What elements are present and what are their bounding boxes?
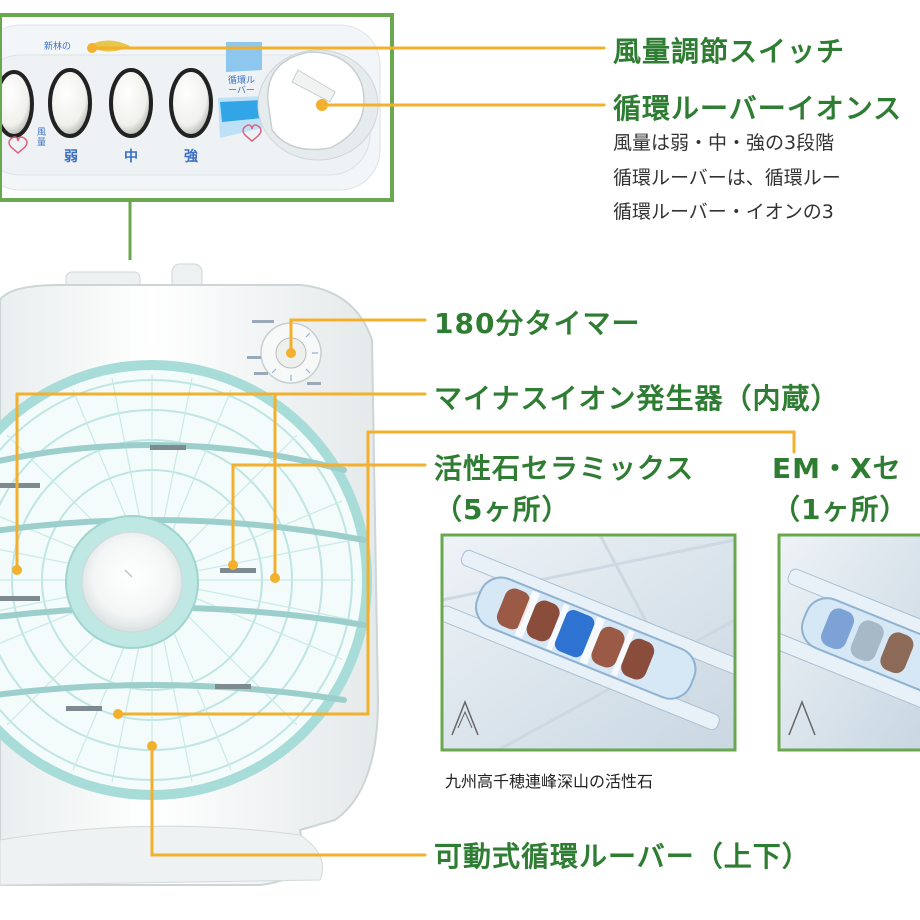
emx-photo-frame <box>777 533 920 752</box>
wind-button-label: 風量 <box>37 128 47 148</box>
heart-icon <box>242 124 262 142</box>
callout-ceramics-count: （5ヶ所） <box>434 493 571 526</box>
callout-emx-count: （1ヶ所） <box>772 493 909 526</box>
leader-lines <box>15 46 796 857</box>
dial-label: 循環ルーバー <box>228 76 256 96</box>
wind-button-strong[interactable] <box>169 68 213 138</box>
mid-button-label: 中 <box>124 149 138 165</box>
callout-louver: 可動式循環ルーバー（上下） <box>434 840 811 873</box>
callout-emx: EM・Xセ <box>772 452 902 485</box>
heart-icon <box>8 136 28 154</box>
wind-button-off[interactable] <box>0 70 34 138</box>
callout-timer: 180分タイマー <box>434 307 641 340</box>
callout-wind-switch: 風量調節スイッチ <box>613 35 846 68</box>
strong-button-label: 強 <box>184 149 198 165</box>
description-line: 循環ルーバー・イオンの3 <box>613 201 834 223</box>
mountain-logo-icon <box>451 699 479 736</box>
brand-text: 新林の <box>44 42 72 52</box>
panel-frame <box>0 13 394 202</box>
weak-button-label: 弱 <box>64 149 78 165</box>
callout-ceramics: 活性石セラミックス <box>434 452 695 485</box>
mountain-logo-icon <box>788 699 816 736</box>
callout-louver-ion-switch: 循環ルーバーイオンス <box>613 92 903 125</box>
description-line: 風量は弱・中・強の3段階 <box>613 132 835 154</box>
emx-photo <box>779 535 920 750</box>
callout-ion-generator: マイナスイオン発生器（内蔵） <box>434 382 840 415</box>
leader-dots <box>12 43 328 751</box>
wind-button-weak[interactable] <box>48 68 92 138</box>
wind-button-mid[interactable] <box>109 68 153 138</box>
ceramics-photo-frame <box>440 533 737 752</box>
ceramics-photo <box>442 535 735 750</box>
description-line: 循環ルーバーは、循環ルー <box>613 167 841 189</box>
photo-caption: 九州高千穂連峰深山の活性石 <box>445 772 654 791</box>
fan-grille <box>0 360 372 800</box>
